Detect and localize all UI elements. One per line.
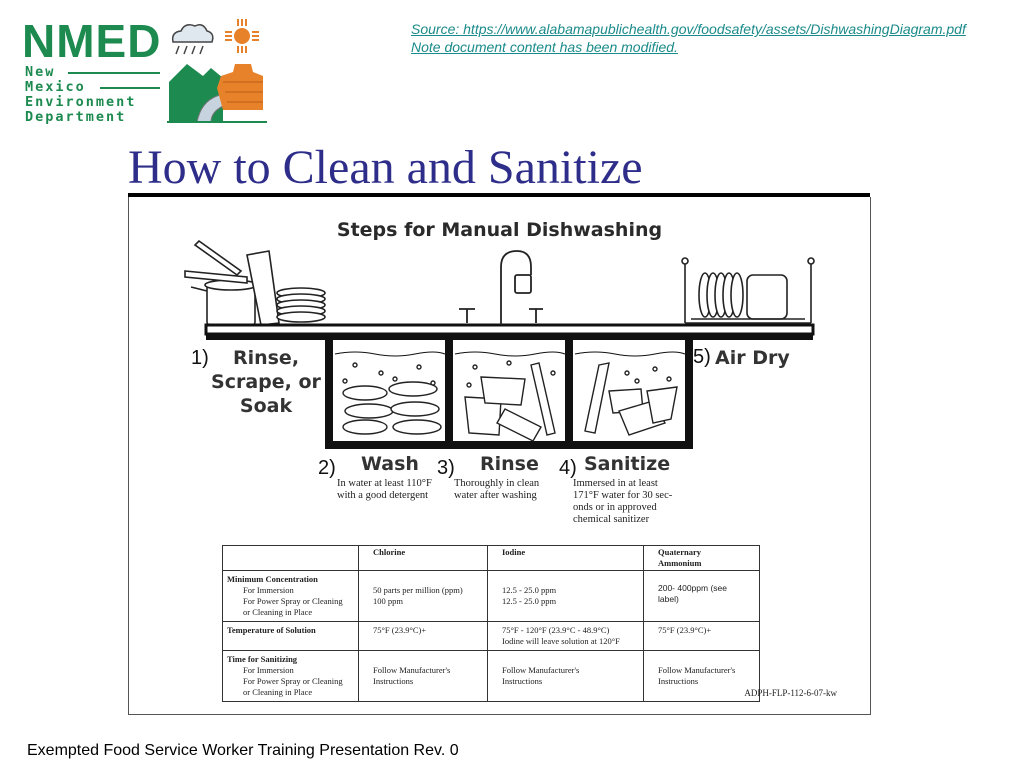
cell-line: Follow Manufacturer's (373, 665, 451, 675)
row-sub-text: For Immersion (243, 665, 294, 675)
table-cell-chlorine: 75°F (23.9°C)+ (358, 621, 488, 651)
modification-note: Note document content has been modified. (411, 39, 678, 55)
table-header-cell: Chlorine (358, 545, 488, 571)
cell-line: Instructions (658, 676, 699, 686)
step-2-desc-line: with a good detergent (337, 490, 429, 501)
step-5-label: Air Dry (715, 347, 790, 369)
row-sub-text: For Power Spray or Cleaning (243, 676, 343, 686)
table-row-head: Minimum Concentration For Immersion For … (222, 570, 359, 622)
step-3-label: Rinse (480, 453, 539, 475)
nmed-logo: NMED New Mexico Environment Department (22, 16, 272, 126)
table-row-head: Time for Sanitizing For Immersion For Po… (222, 650, 359, 702)
table-cell-quat: Follow Manufacturer's Instructions (643, 650, 760, 702)
step-4-desc-line: onds or in approved (573, 502, 657, 513)
row-head-text: Time for Sanitizing (227, 654, 298, 664)
step-3-desc-line: water after washing (454, 490, 537, 501)
step-1-label-line: Scrape, or (211, 371, 321, 393)
document-reference: ADPH-FLP-112-6-07-kw (744, 688, 837, 698)
sanitizer-table: Chlorine Iodine Quaternary Ammonium Mini… (222, 545, 760, 702)
step-4-desc-line: Immersed in at least (573, 478, 658, 489)
sink-illustration (184, 239, 815, 449)
cell-line: Instructions (502, 676, 543, 686)
landscape-emblem-icon (167, 19, 267, 123)
cell-line: 12.5 - 25.0 ppm (502, 585, 557, 595)
wash-plates-icon (342, 362, 442, 435)
logo-line-department: Department (25, 109, 127, 125)
table-cell-chlorine: 50 parts per million (ppm) 100 ppm (358, 570, 488, 622)
step-2-description: In water at least 110°F with a good dete… (337, 478, 432, 502)
logo-line-environment: Environment (25, 94, 137, 110)
step-1-label: Rinse, Scrape, or Soak (211, 346, 321, 418)
three-compartment-sink (325, 340, 693, 449)
cell-line: 75°F - 120°F (23.9°C - 48.9°C) (502, 625, 610, 635)
logo-acronym: NMED (22, 15, 162, 67)
cell-line: 75°F (23.9°C)+ (373, 625, 427, 635)
step-2-desc-line: In water at least 110°F (337, 478, 432, 489)
cell-line: Iodine will leave solution at 120°F (502, 636, 620, 646)
step-1-number: 1) (191, 347, 209, 369)
dirty-dishes-icon (184, 239, 326, 326)
footer-text: Exempted Food Service Worker Training Pr… (27, 742, 459, 759)
logo-line-new: New (25, 64, 56, 80)
step-3-desc-line: Thoroughly in clean (454, 478, 540, 489)
logo-line-mexico: Mexico (25, 79, 86, 95)
step-2-label: Wash (361, 453, 419, 475)
table-cell-quat: 75°F (23.9°C)+ (643, 621, 760, 651)
step-1-label-line: Soak (239, 395, 293, 417)
step-3-number: 3) (437, 457, 455, 479)
cell-line: 75°F (23.9°C)+ (658, 625, 712, 635)
dishwashing-diagram: Steps for Manual Dishwashing 1) Rinse, S… (128, 197, 871, 715)
cell-line: Instructions (373, 676, 414, 686)
cell-line: label) (658, 594, 679, 604)
step-4-number: 4) (559, 457, 577, 479)
table-header-cell: Quaternary Ammonium (643, 545, 760, 571)
sanitize-dishes-icon (584, 362, 678, 436)
logo-rule-1 (68, 72, 160, 74)
drying-rack-icon (681, 257, 815, 324)
table-header-row: Chlorine Iodine Quaternary Ammonium (222, 545, 760, 571)
table-cell-chlorine: Follow Manufacturer's Instructions (358, 650, 488, 702)
diagram-heading: Steps for Manual Dishwashing (336, 219, 663, 241)
step-4-description: Immersed in at least 171°F water for 30 … (573, 478, 672, 526)
step-3-description: Thoroughly in clean water after washing (454, 478, 539, 502)
rinse-dishes-icon (464, 360, 556, 442)
row-sub-text: For Power Spray or Cleaning (243, 596, 343, 606)
faucet-icon (459, 250, 543, 325)
cell-line: 100 ppm (373, 596, 403, 606)
step-4-label: Sanitize (584, 453, 671, 475)
page-title: How to Clean and Sanitize (128, 141, 643, 194)
row-sub-text: or Cleaning in Place (243, 687, 313, 697)
step-5-number: 5) (693, 346, 711, 368)
step-4-desc-line: chemical sanitizer (573, 514, 650, 525)
step-1-label-line: Rinse, (232, 347, 300, 369)
source-note: Source: https://www.alabamapublichealth.… (411, 20, 966, 56)
table-header-cell (222, 545, 359, 571)
table-cell-iodine: 12.5 - 25.0 ppm 12.5 - 25.0 ppm (487, 570, 644, 622)
cell-line: 50 parts per million (ppm) (373, 585, 463, 595)
step-2-number: 2) (318, 457, 336, 479)
cell-line: Follow Manufacturer's (658, 665, 736, 675)
cell-line: 200- 400ppm (see (658, 583, 727, 593)
source-link[interactable]: Source: https://www.alabamapublichealth.… (411, 21, 966, 37)
row-sub-text: or Cleaning in Place (243, 607, 313, 617)
table-row: Time for Sanitizing For Immersion For Po… (222, 650, 760, 702)
table-row: Temperature of Solution 75°F (23.9°C)+ 7… (222, 621, 760, 651)
cell-line: Follow Manufacturer's (502, 665, 580, 675)
table-header-cell: Iodine (487, 545, 644, 571)
step-4-desc-line: 171°F water for 30 sec- (573, 490, 673, 501)
table-cell-iodine: Follow Manufacturer's Instructions (487, 650, 644, 702)
table-row-head: Temperature of Solution (222, 621, 359, 651)
table-row: Minimum Concentration For Immersion For … (222, 570, 760, 622)
table-cell-quat: 200- 400ppm (see label) (643, 570, 760, 622)
row-sub-text: For Immersion (243, 585, 294, 595)
row-head-text: Minimum Concentration (227, 574, 318, 584)
table-cell-iodine: 75°F - 120°F (23.9°C - 48.9°C) Iodine wi… (487, 621, 644, 651)
title-divider (128, 193, 870, 197)
logo-rule-2 (100, 87, 160, 89)
row-head-text: Temperature of Solution (227, 625, 316, 635)
cell-line: 12.5 - 25.0 ppm (502, 596, 557, 606)
